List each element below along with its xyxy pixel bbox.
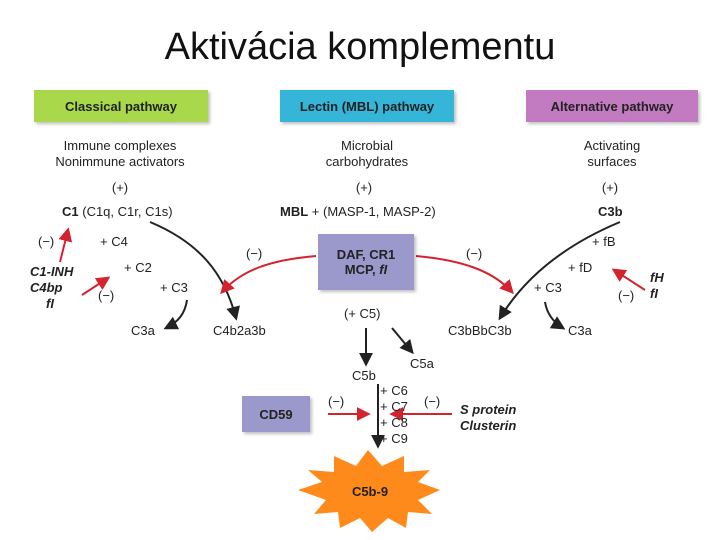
classical-minus-2: (−) [98, 288, 115, 303]
lectin-header-label: Lectin (MBL) pathway [299, 98, 435, 114]
alternative-add-fd: + fD [568, 260, 593, 275]
daf-to-alternative-red-arrow [415, 255, 514, 295]
alternative-c3a-arrow [544, 301, 566, 330]
terminal-addition: + C9 [380, 431, 408, 446]
alternative-product-c3a: C3a [568, 323, 592, 338]
cd59-box: CD59 [242, 396, 310, 432]
c1inh-red-arrow [58, 227, 73, 263]
c3b-label: C3b [598, 204, 623, 219]
classical-c3a-arrow [163, 299, 188, 330]
classical-inhibitor: fI [46, 296, 54, 311]
fh-red-arrow [611, 268, 646, 291]
terminal-right-inhibitor: S protein [460, 402, 517, 417]
classical-add-c3: + C3 [160, 280, 188, 295]
alternative-inhibitor: fH [650, 270, 664, 285]
lectin-pathway-header: Lectin (MBL) pathway [280, 90, 454, 122]
mbl-components: + (MASP-1, MASP-2) [308, 204, 436, 219]
terminal-addition: + C7 [380, 399, 408, 414]
classical-activators: Immune complexes Nonimmune activators [30, 138, 210, 170]
fi-label: fI [379, 262, 388, 277]
classical-inhibitor: C1-INH [30, 264, 74, 279]
alternative-inhibitor: fI [650, 286, 658, 301]
c4bp-red-arrow [81, 276, 111, 296]
lectin-activator: carbohydrates [325, 154, 409, 169]
alternative-minus-2: (−) [618, 288, 635, 303]
center-left-minus: (−) [246, 246, 263, 261]
daf-to-classical-red-arrow [220, 255, 317, 295]
classical-activator: Nonimmune activators [55, 154, 185, 169]
classical-plus: (+) [111, 180, 129, 195]
mac-starburst [298, 450, 440, 532]
mbl-label: MBL + (MASP-1, MASP-2) [280, 204, 436, 220]
alternative-product-c3bbbc3b: C3bBbC3b [448, 323, 512, 338]
lectin-activator: Microbial [340, 138, 393, 153]
alternative-add-fb: + fB [592, 234, 616, 249]
mcp-label: MCP, [344, 262, 380, 277]
daf-cr1-mcp-box: DAF, CR1 MCP, fI [318, 234, 414, 290]
alternative-activator: Activating [583, 138, 641, 153]
alternative-activators: Activating surfaces [526, 138, 698, 170]
terminal-addition: + C8 [380, 415, 408, 430]
c1-bold: C1 [62, 204, 79, 219]
terminal-right-inhibitors: S protein Clusterin [460, 402, 516, 434]
classical-inhibitor: C4bp [30, 280, 63, 295]
alternative-header-label: Alternative pathway [550, 98, 674, 114]
page-title: Aktivácia komplementu [164, 26, 556, 68]
terminal-addition: + C6 [380, 383, 408, 398]
classical-header-label: Classical pathway [65, 98, 177, 114]
alternative-pathway-header: Alternative pathway [526, 90, 698, 122]
classical-activator: Immune complexes [63, 138, 177, 153]
mbl-bold: MBL [280, 204, 309, 219]
classical-minus: (−) [38, 234, 55, 249]
c5b-label: C5b [352, 368, 376, 383]
alternative-plus: (+) [601, 180, 619, 195]
alternative-activator: surfaces [587, 154, 637, 169]
classical-inhibitors: C1-INH C4bp fI [30, 264, 73, 312]
lectin-plus: (+) [355, 180, 373, 195]
c5a-label: C5a [410, 356, 434, 371]
cd59-label: CD59 [259, 406, 293, 422]
mcp-fi-label: MCP, fI [345, 262, 387, 277]
classical-add-c4: + C4 [100, 234, 128, 249]
alternative-add-c3: + C3 [534, 280, 562, 295]
c1-components: (C1q, C1r, C1s) [78, 204, 173, 219]
alternative-inhibitors: fH fI [650, 270, 664, 302]
classical-add-c2: + C2 [124, 260, 152, 275]
lectin-activators: Microbial carbohydrates [280, 138, 454, 170]
classical-cascade-arrow [149, 221, 240, 321]
alternative-cascade-arrow [498, 221, 621, 321]
c1-label: C1 (C1q, C1r, C1s) [62, 204, 173, 220]
terminal-right-inhibitor: Clusterin [460, 418, 517, 433]
mac-label: C5b-9 [351, 484, 389, 499]
terminal-additions: + C6 + C7 + C8 + C9 [380, 383, 408, 447]
cd59-minus: (−) [328, 394, 345, 409]
center-right-minus: (−) [466, 246, 483, 261]
classical-product-c4b2a3b: C4b2a3b [213, 323, 266, 338]
classical-product-c3a: C3a [131, 323, 155, 338]
classical-pathway-header: Classical pathway [34, 90, 208, 122]
sprotein-minus: (−) [424, 394, 441, 409]
c5a-arrow [391, 327, 414, 355]
add-c5-label: (+ C5) [344, 306, 381, 321]
daf-cr1-label: DAF, CR1 [336, 247, 396, 262]
